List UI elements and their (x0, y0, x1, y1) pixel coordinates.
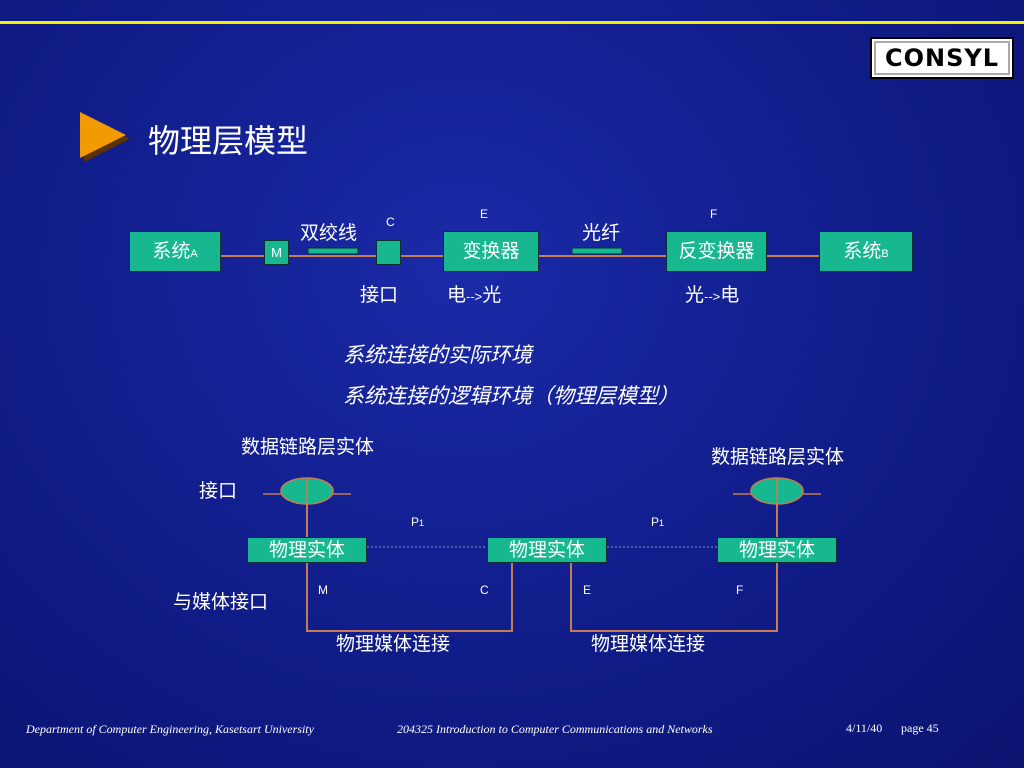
converter-box: 变换器 (443, 231, 539, 272)
m-box: M (264, 240, 289, 265)
fiber-cable (571, 247, 623, 255)
system-b-box: 系统B (819, 231, 913, 272)
system-b-sub: B (881, 248, 889, 260)
optical-to-elec-label: 光-->电 (685, 284, 740, 306)
p1-right-label: P1 (651, 515, 665, 529)
e-label: E (480, 207, 489, 221)
interface-label: 接口 (360, 284, 399, 306)
physical-entity-3: 物理实体 (717, 537, 837, 563)
logical-f-label: F (736, 583, 744, 597)
footer-department: Department of Computer Engineering, Kase… (26, 722, 314, 736)
footer-course: 204325 Introduction to Computer Communic… (397, 722, 713, 736)
top-rule (0, 21, 1024, 24)
footer-date: 4/11/40 (846, 721, 883, 735)
f-label: F (710, 207, 718, 221)
slide-title: 物理层模型 (148, 122, 309, 160)
media-link-1-label: 物理媒体连接 (336, 633, 451, 655)
elec-to-optical-label: 电-->光 (447, 284, 502, 306)
physical-entity-2: 物理实体 (487, 537, 607, 563)
logical-c-label: C (480, 583, 489, 597)
system-a-sub: A (190, 248, 198, 260)
logical-m-label: M (318, 583, 328, 597)
inverse-converter-box: 反变换器 (666, 231, 767, 272)
media-interface-label: 与媒体接口 (173, 591, 269, 613)
c-box (376, 240, 401, 265)
physical-entity-1: 物理实体 (247, 537, 367, 563)
twisted-pair-cable (307, 247, 359, 255)
dl-entity-left-label: 数据链路层实体 (241, 436, 375, 458)
logical-interface-label: 接口 (199, 480, 238, 502)
system-b-label: 系统 (843, 240, 882, 262)
caption-logical: 系统连接的逻辑环境（物理层模型） (343, 384, 679, 408)
twisted-pair-label: 双绞线 (300, 222, 358, 244)
system-a-label: 系统 (152, 240, 191, 262)
caption-actual: 系统连接的实际环境 (343, 343, 532, 367)
consyl-logo: CONSYL (870, 37, 1014, 79)
bullet-triangle-icon (80, 112, 130, 162)
dl-entity-right-label: 数据链路层实体 (711, 446, 845, 468)
fiber-label: 光纤 (582, 222, 621, 244)
system-a-box: 系统A (129, 231, 221, 272)
logical-e-label: E (583, 583, 592, 597)
p1-left-label: P1 (411, 515, 425, 529)
footer-page: page 45 (901, 721, 939, 735)
media-link-2-label: 物理媒体连接 (591, 633, 706, 655)
c-label: C (386, 215, 395, 229)
